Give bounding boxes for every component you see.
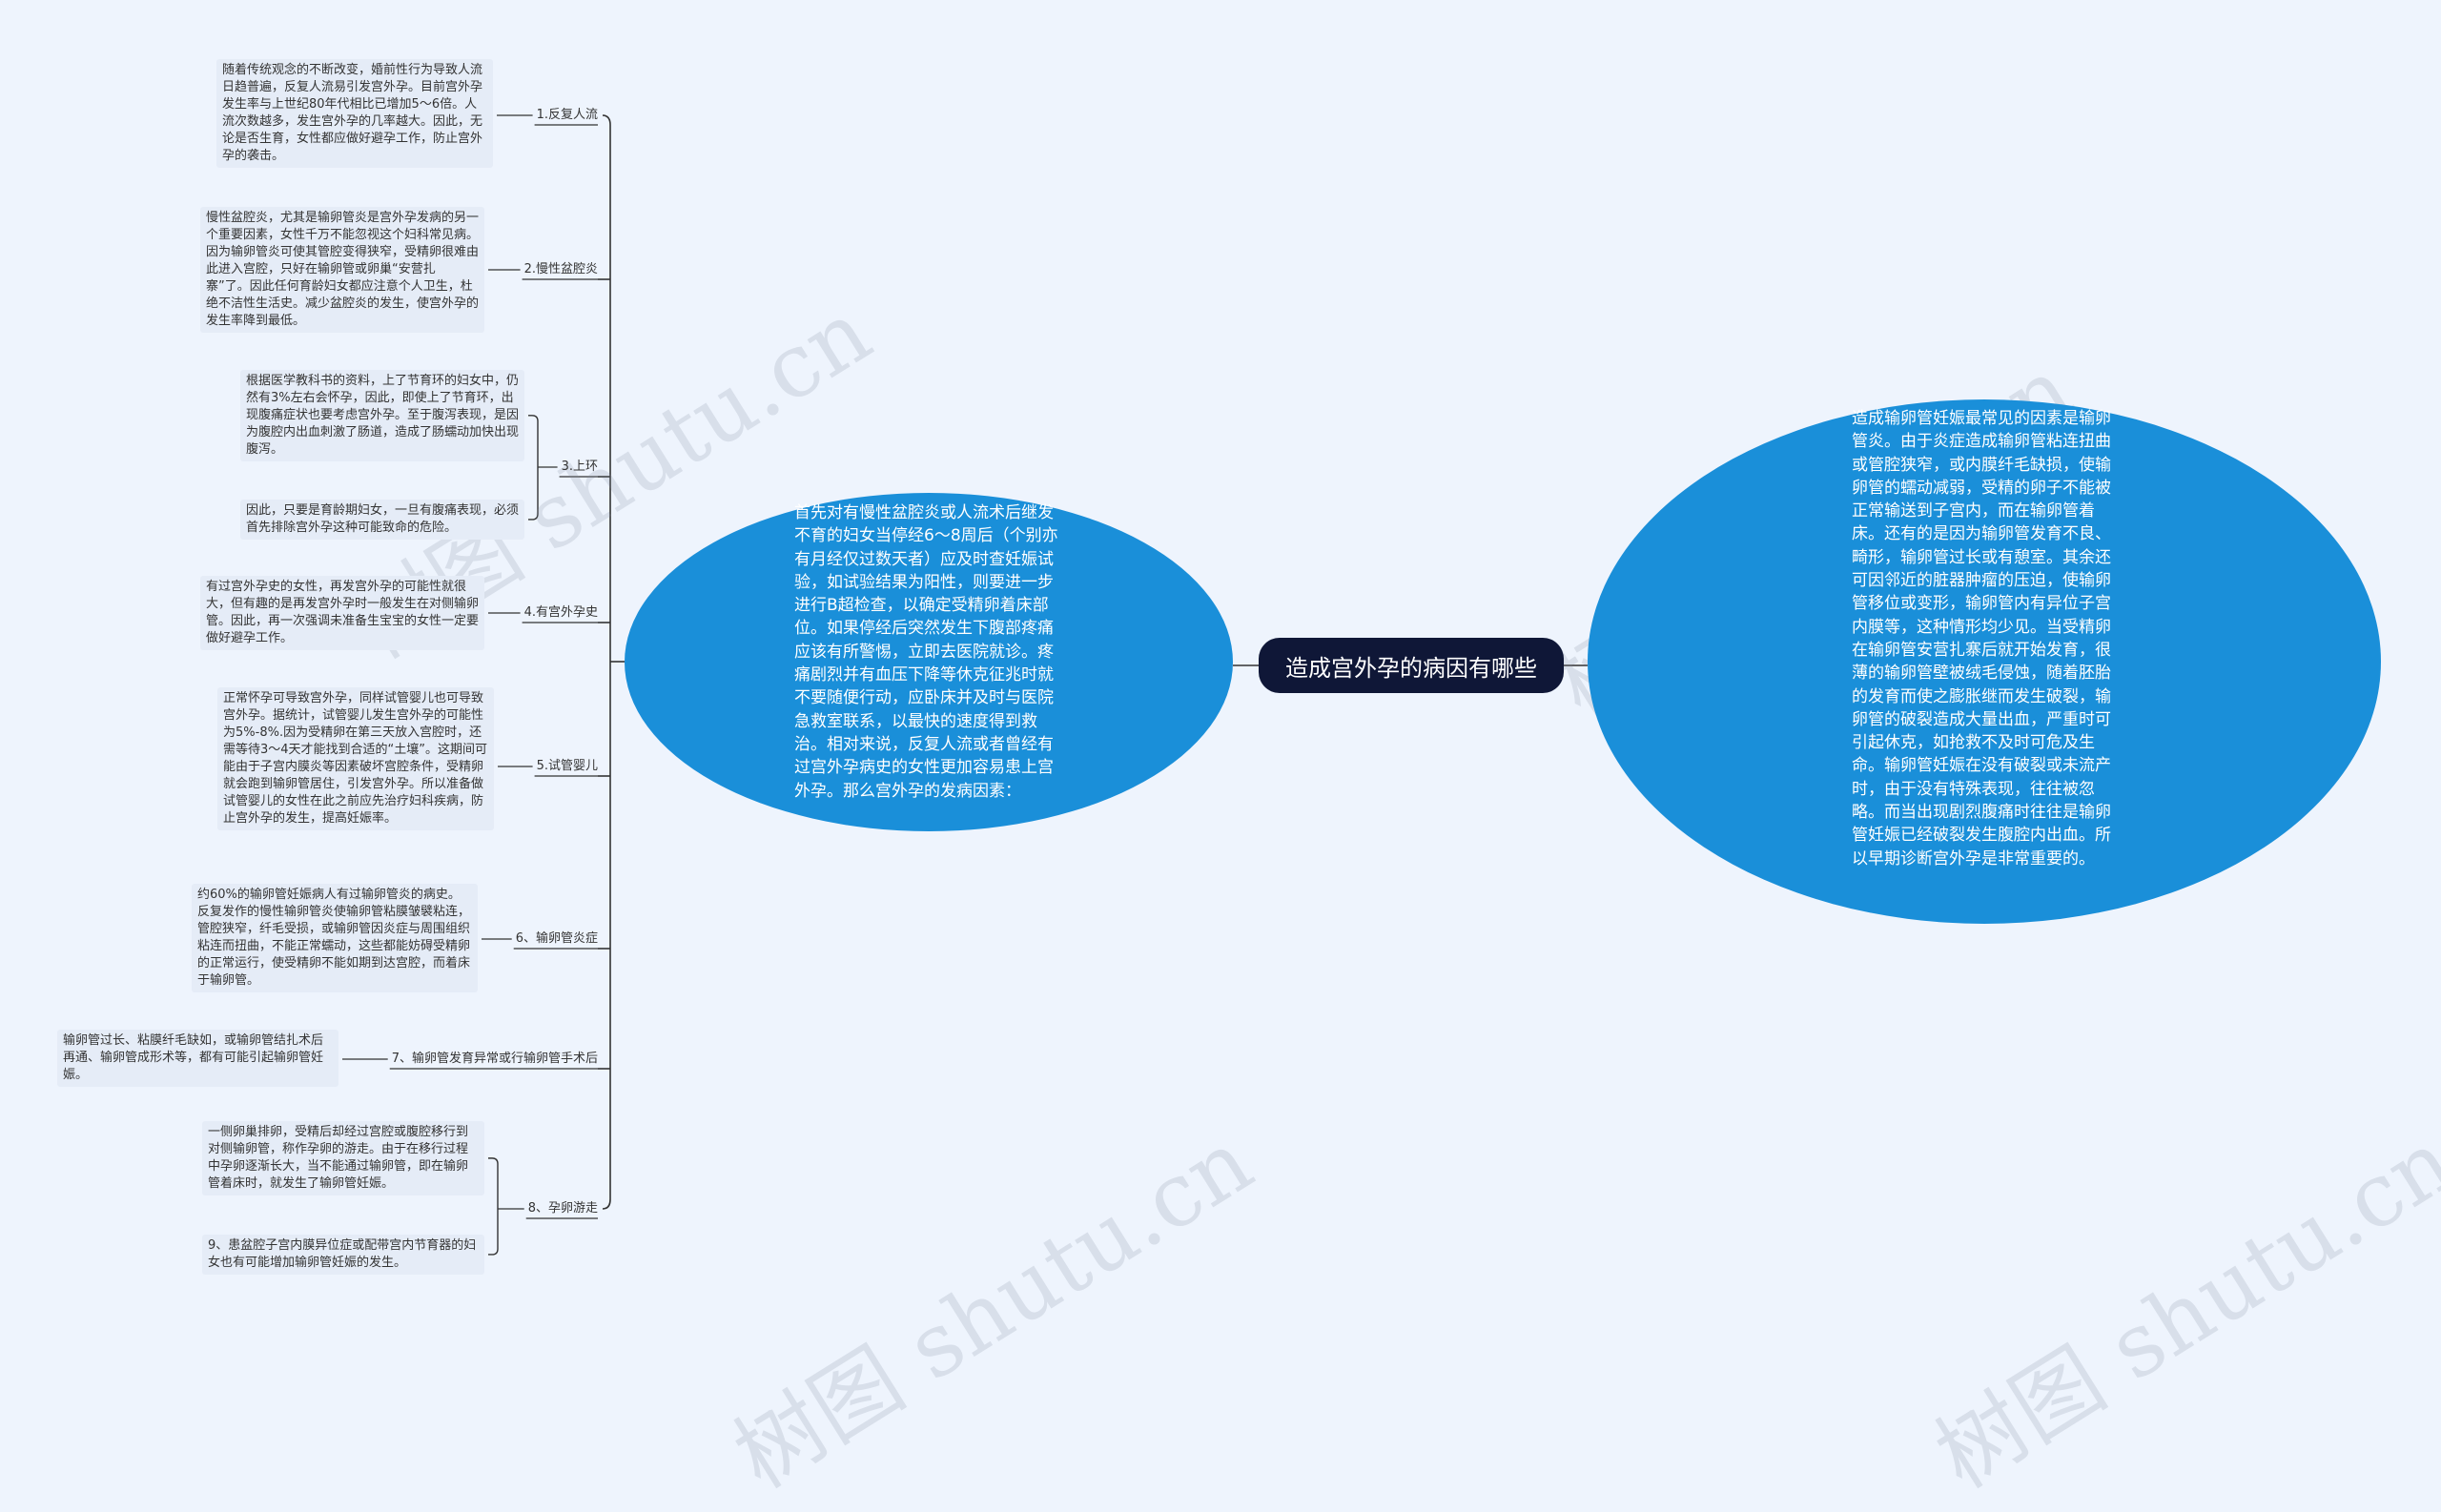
branch-note: 根据医学教科书的资料，上了节育环的妇女中，仍然有3%左右会怀孕，因此，即使上了节… <box>240 370 524 461</box>
branch-label[interactable]: 1.反复人流 <box>536 108 598 122</box>
branch-label[interactable]: 7、输卵管发育异常或行输卵管手术后 <box>391 1052 598 1066</box>
note-bracket <box>528 415 539 521</box>
left-summary-node[interactable]: 首先对有慢性盆腔炎或人流术后继发不育的妇女当停经6～8周后（个别亦有月经仅过数天… <box>625 493 1233 831</box>
branch-note: 约60%的输卵管妊娠病人有过输卵管炎的病史。反复发作的慢性输卵管炎使输卵管粘膜皱… <box>192 884 478 992</box>
branch-note: 正常怀孕可导致宫外孕，同样试管婴儿也可导致宫外孕。据统计，试管婴儿发生宫外孕的可… <box>217 687 494 830</box>
branch-note: 因此，只要是育龄期妇女，一旦有腹痛表现，必须首先排除宫外孕这种可能致命的危险。 <box>240 500 524 540</box>
central-topic-label: 造成宫外孕的病因有哪些 <box>1285 654 1537 682</box>
branch-note: 输卵管过长、粘膜纤毛缺如，或输卵管结扎术后再通、输卵管成形术等，都有可能引起输卵… <box>57 1030 338 1087</box>
trunk-cap-bottom <box>602 1198 611 1210</box>
branch-label[interactable]: 8、孕卵游走 <box>527 1201 598 1216</box>
right-summary-node[interactable]: 造成输卵管妊娠最常见的因素是输卵管炎。由于炎症造成输卵管粘连扭曲或管腔狭窄，或内… <box>1588 399 2381 924</box>
branch-label[interactable]: 5.试管婴儿 <box>536 759 598 773</box>
branch-label[interactable]: 6、输卵管炎症 <box>515 931 598 946</box>
branch-note: 慢性盆腔炎，尤其是输卵管炎是宫外孕发病的另一个重要因素，女性千万不能忽视这个妇科… <box>200 207 484 333</box>
branch-note: 随着传统观念的不断改变，婚前性行为导致人流日趋普遍，反复人流易引发宫外孕。目前宫… <box>216 59 493 168</box>
branch-note: 一侧卵巢排卵，受精后却经过宫腔或腹腔移行到对侧输卵管，称作孕卵的游走。由于在移行… <box>202 1121 484 1195</box>
branch-label[interactable]: 2.慢性盆腔炎 <box>523 262 598 276</box>
branch-label[interactable]: 3.上环 <box>561 460 598 474</box>
branch-label[interactable]: 4.有宫外孕史 <box>523 605 598 620</box>
branch-note: 9、患盆腔子宫内膜异位症或配带宫内节育器的妇女也有可能增加输卵管妊娠的发生。 <box>202 1235 484 1275</box>
branch-note: 有过宫外孕史的女性，再发宫外孕的可能性就很大，但有趣的是再发宫外孕时一般发生在对… <box>200 576 484 650</box>
note-bracket <box>488 1157 499 1256</box>
trunk-cap-top <box>602 114 611 126</box>
left-summary-text: 首先对有慢性盆腔炎或人流术后继发不育的妇女当停经6～8周后（个别亦有月经仅过数天… <box>794 503 1058 801</box>
right-summary-text: 造成输卵管妊娠最常见的因素是输卵管炎。由于炎症造成输卵管粘连扭曲或管腔狭窄，或内… <box>1852 409 2111 868</box>
central-topic[interactable]: 造成宫外孕的病因有哪些 <box>1259 638 1564 693</box>
connector-lines <box>342 114 1588 1256</box>
